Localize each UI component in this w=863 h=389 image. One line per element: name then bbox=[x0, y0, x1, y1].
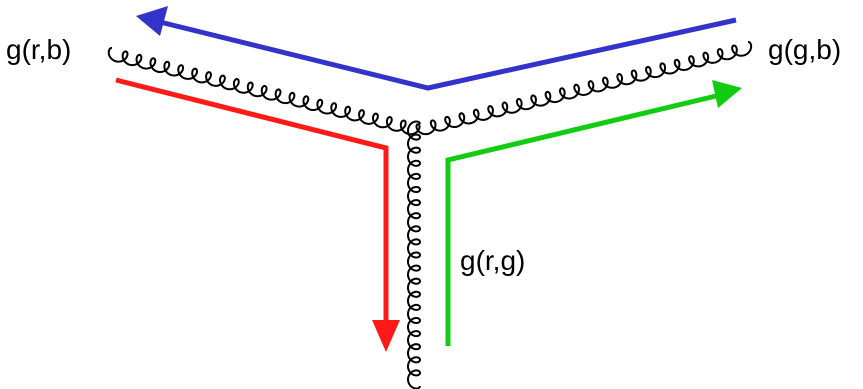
gluon-label-bottom: g(r,g) bbox=[460, 245, 526, 276]
red-color-arrow bbox=[115, 77, 400, 352]
gluon-right-coil bbox=[415, 40, 753, 136]
blue-arrowhead bbox=[136, 6, 168, 36]
gluon-label-right: g(g,b) bbox=[768, 34, 842, 65]
green-arrowhead bbox=[712, 80, 742, 108]
gluon-line-right bbox=[415, 40, 753, 136]
red-arrowhead bbox=[372, 320, 400, 352]
gluon-label-left: g(r,b) bbox=[6, 34, 72, 65]
gluon-bottom-coil bbox=[406, 120, 422, 389]
gluon-line-bottom bbox=[406, 120, 422, 389]
gluon-line-left bbox=[107, 46, 421, 136]
blue-color-arrow bbox=[136, 6, 737, 91]
green-color-arrow bbox=[445, 80, 742, 346]
gluon-left-coil bbox=[107, 46, 421, 136]
